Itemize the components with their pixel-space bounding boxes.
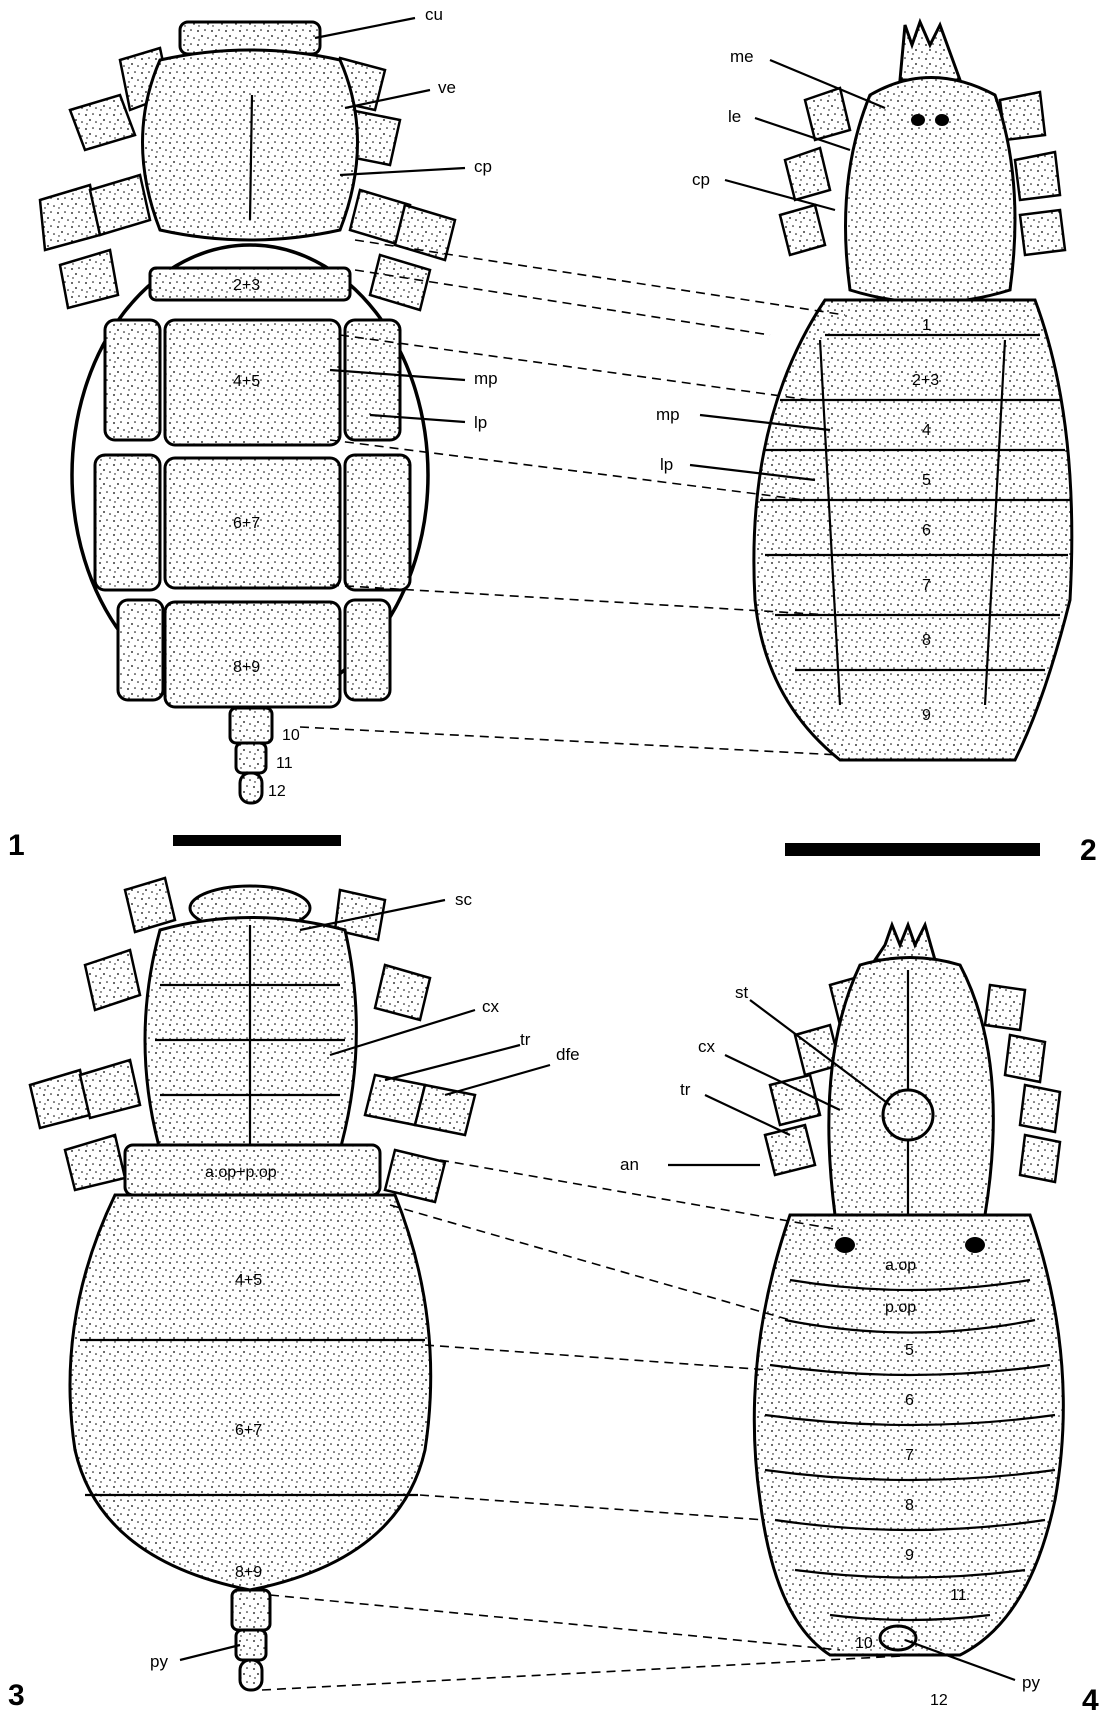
fig4-label-py: py	[1022, 1673, 1040, 1692]
fig3-label-dfe: dfe	[556, 1045, 580, 1064]
fig4-label-an: an	[620, 1155, 639, 1174]
fig2-seg-4: 4	[922, 422, 931, 439]
fig2-label-cp: cp	[692, 170, 710, 189]
figure-4: a.op p.op 5 6 7 8 9 10 11 12 st cx tr an…	[620, 925, 1099, 1713]
fig2-seg-9: 9	[922, 707, 931, 724]
fig4-seg-5: 5	[905, 1342, 914, 1359]
fig3-label-py: py	[150, 1652, 168, 1671]
fig3-label-sc: sc	[455, 890, 473, 909]
fig4-seg-7: 7	[905, 1447, 914, 1464]
fig4-label-st: st	[735, 983, 749, 1002]
fig4-sternum	[883, 1090, 933, 1140]
fig1-label-cu: cu	[425, 5, 443, 24]
fig2-carapace	[846, 78, 1016, 303]
fig4-seg-10: 10	[855, 1635, 873, 1652]
fig4-seg-8: 8	[905, 1497, 914, 1514]
fig2-seg-2-3: 2+3	[912, 372, 939, 389]
fig4-seg-6: 6	[905, 1392, 914, 1409]
fig3-seg-aop-pop: a.op+p.op	[205, 1164, 277, 1181]
fig1-seg-6-7: 6+7	[233, 515, 260, 532]
fig4-chelicerae	[875, 925, 935, 960]
fig3-label-tr: tr	[520, 1030, 531, 1049]
fig2-label-mp: mp	[656, 405, 680, 424]
fig2-label-me: me	[730, 47, 754, 66]
fig3-number: 3	[8, 1679, 25, 1712]
fig4-seg-9: 9	[905, 1547, 914, 1564]
fig1-scale-bar	[173, 835, 341, 846]
fig1-seg-10: 10	[282, 727, 300, 744]
fig4-seg-11: 11	[950, 1587, 967, 1604]
fig3-seg-6-7: 6+7	[235, 1422, 262, 1439]
fig2-seg-8: 8	[922, 632, 931, 649]
fig1-label-cp: cp	[474, 157, 492, 176]
fig2-label-le: le	[728, 107, 741, 126]
fig4-seg-pop: p.op	[885, 1299, 916, 1316]
fig2-seg-7: 7	[922, 577, 931, 594]
fig4-label-tr: tr	[680, 1080, 691, 1099]
fig4-seg-aop: a.op	[885, 1257, 916, 1274]
fig1-label-ve: ve	[438, 78, 456, 97]
fig2-opisthosoma	[754, 300, 1072, 760]
fig3-label-cx: cx	[482, 997, 500, 1016]
fig2-scale-bar	[785, 843, 1040, 856]
fig2-chelicerae	[900, 22, 960, 80]
fig1-label-lp: lp	[474, 413, 487, 432]
fig1-seg-12: 12	[268, 783, 286, 800]
fig1-number: 1	[8, 829, 25, 862]
fig1-seg-8-9: 8+9	[233, 659, 260, 676]
fig2-label-lp: lp	[660, 455, 673, 474]
fig4-number: 4	[1082, 1684, 1099, 1713]
fig1-seg-4-5: 4+5	[233, 373, 260, 390]
fig2-seg-6: 6	[922, 522, 931, 539]
fig3-seg-8-9: 8+9	[235, 1564, 262, 1581]
fig1-label-mp: mp	[474, 369, 498, 388]
fig3-opisthosoma	[70, 1195, 431, 1590]
fig2-seg-1: 1	[922, 317, 931, 334]
fig4-seg-12: 12	[930, 1692, 948, 1709]
fig2-seg-5: 5	[922, 472, 931, 489]
fig1-seg-11: 11	[276, 755, 293, 772]
fig2-number: 2	[1080, 834, 1097, 867]
figure-2: 1 2+3 4 5 6 7 8 9 me le cp mp lp 2	[656, 22, 1097, 867]
figure-3: a.op+p.op 4+5 6+7 8+9 sc cx tr dfe py 3	[8, 878, 580, 1712]
fig1-seg-2-3: 2+3	[233, 277, 260, 294]
fig4-label-cx: cx	[698, 1037, 716, 1056]
fig3-seg-4-5: 4+5	[235, 1272, 262, 1289]
fig4-prosoma-ventral	[829, 958, 993, 1216]
